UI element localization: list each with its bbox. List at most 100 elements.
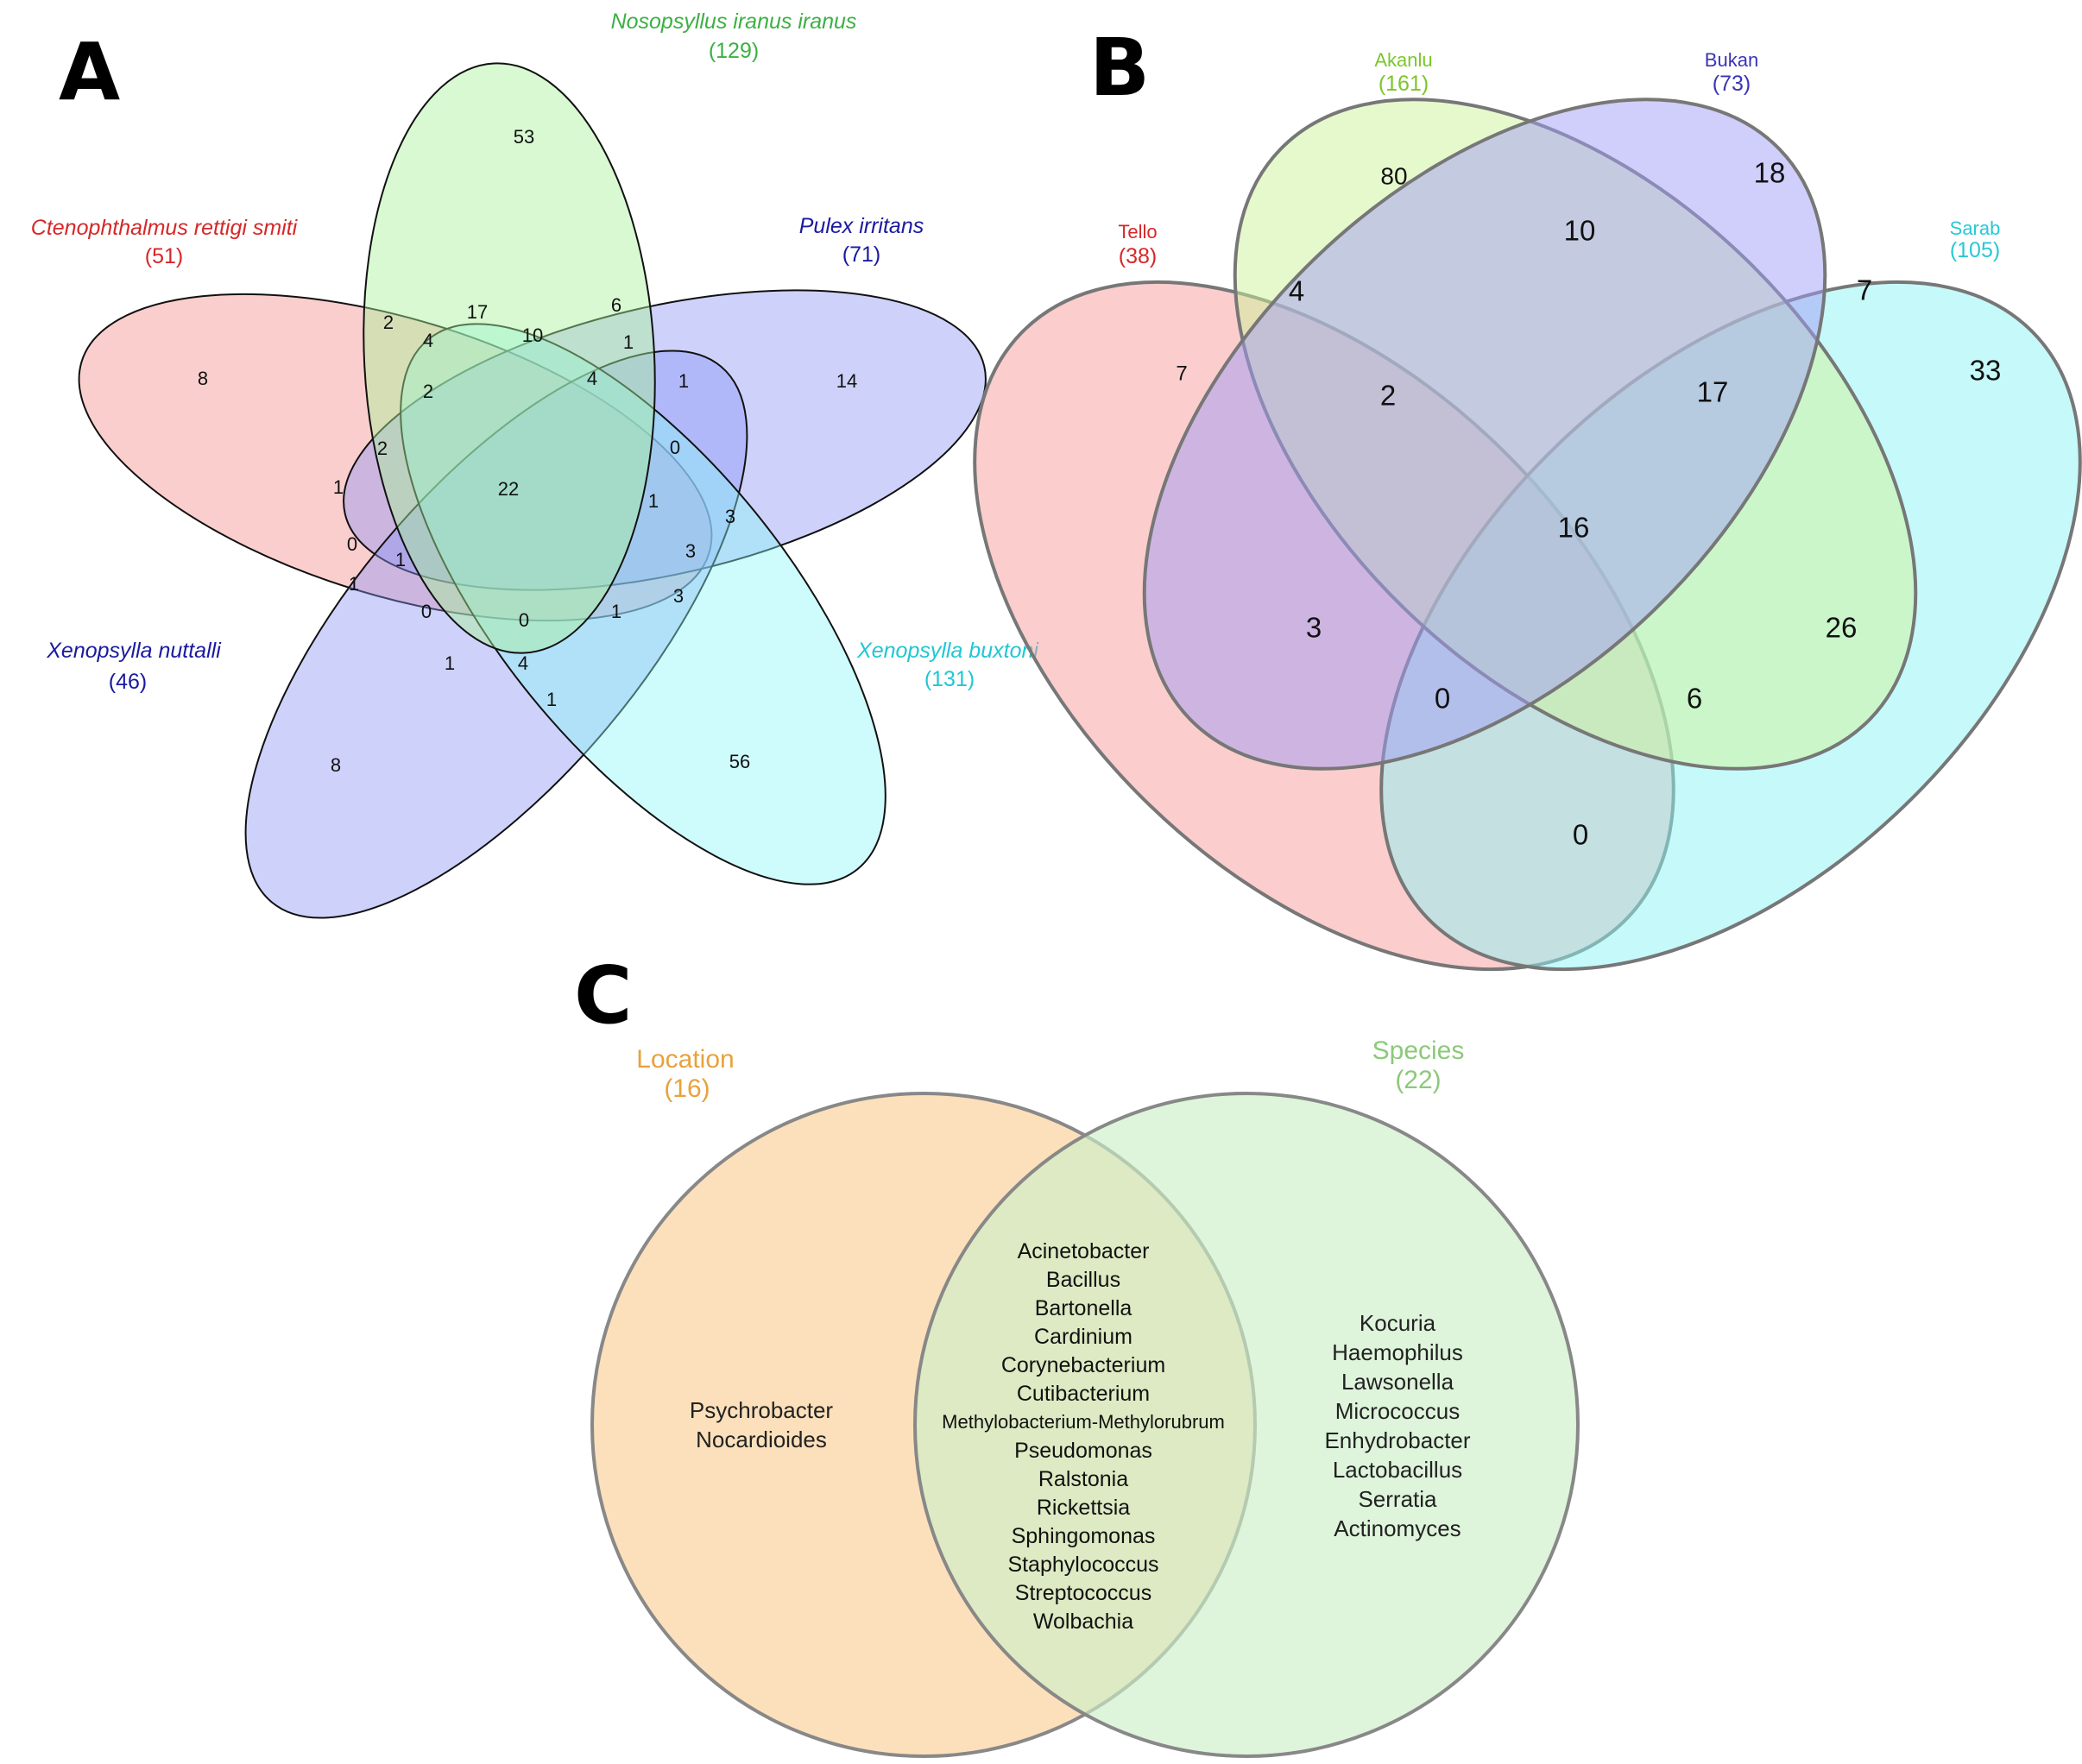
set-name-xenopsylla-nuttalli: Xenopsylla nuttalli (46, 639, 222, 663)
region-value: 1 (648, 490, 659, 512)
species-only-item: Haemophilus (1332, 1339, 1463, 1365)
region-value: 10 (522, 324, 543, 346)
shared-item: Rickettsia (1037, 1496, 1130, 1520)
region-value: 1 (623, 331, 634, 353)
region-value: 3 (685, 540, 696, 562)
ellipse-ctenophthalmus (78, 293, 713, 622)
species-only-item: Actinomyces (1334, 1515, 1461, 1541)
region-value: 0 (421, 601, 432, 622)
panel-c-letter: C (574, 949, 633, 1042)
region-value: 1 (546, 689, 557, 710)
circle-species (913, 1092, 1580, 1758)
region-value: 0 (519, 609, 529, 631)
region-value: 0 (1573, 819, 1588, 851)
shared-item: Staphylococcus (1007, 1553, 1158, 1577)
set-name-tello: Tello (1118, 221, 1157, 243)
set-name-ctenophthalmus: Ctenophthalmus rettigi smiti (31, 216, 299, 240)
ellipse-pulex (343, 289, 987, 591)
region-value: 26 (1826, 612, 1858, 644)
location-only-item: Nocardioides (696, 1427, 827, 1452)
region-value: 1 (611, 601, 621, 622)
panel-a: A Nosopsyllus iranus iranus (129) Ctenop… (31, 9, 1039, 919)
region-value: 4 (587, 368, 597, 389)
set-count-pulex: (71) (842, 243, 880, 267)
set-count-species: (22) (1395, 1066, 1441, 1094)
species-only-item: Kocuria (1360, 1310, 1436, 1336)
region-value: 22 (498, 478, 519, 500)
set-count-nosopsyllus: (129) (709, 39, 759, 63)
region-value: 18 (1754, 157, 1786, 189)
set-name-akanlu: Akanlu (1374, 49, 1432, 71)
region-value: 6 (611, 294, 621, 316)
region-value: 7 (1857, 274, 1872, 306)
region-value: 0 (1435, 683, 1450, 715)
shared-item: Acinetobacter (1018, 1239, 1150, 1263)
set-name-pulex: Pulex irritans (799, 214, 924, 238)
set-name-nosopsyllus: Nosopsyllus iranus iranus (611, 9, 857, 34)
set-name-bukan: Bukan (1705, 49, 1758, 71)
shared-item: Cardinium (1034, 1325, 1132, 1349)
region-value: 17 (467, 301, 488, 323)
species-only-item: Lactobacillus (1333, 1457, 1462, 1483)
region-value: 53 (514, 126, 534, 148)
region-value: 1 (445, 652, 455, 674)
shared-item: Ralstonia (1038, 1467, 1128, 1491)
region-value: 1 (678, 370, 689, 392)
region-value: 3 (725, 506, 735, 527)
region-value: 2 (377, 438, 388, 459)
region-value: 7 (1176, 362, 1187, 385)
region-value: 1 (333, 476, 344, 498)
region-value: 3 (1306, 612, 1322, 644)
region-value: 0 (347, 533, 357, 555)
shared-item: Bacillus (1046, 1268, 1120, 1292)
shared-item: Streptococcus (1015, 1581, 1151, 1605)
region-value: 2 (423, 381, 433, 402)
panel-b-letter: B (1089, 22, 1150, 114)
region-value: 80 (1380, 162, 1407, 189)
set-count-sarab: (105) (1950, 238, 2000, 262)
species-only-item: Lawsonella (1341, 1369, 1454, 1395)
region-value: 8 (331, 754, 341, 776)
shared-item: Corynebacterium (1001, 1353, 1165, 1377)
set-count-tello: (38) (1119, 244, 1157, 268)
region-value: 8 (198, 368, 208, 389)
set-name-location: Location (636, 1045, 734, 1074)
species-only-item: Serratia (1358, 1486, 1437, 1512)
shared-item: Sphingomonas (1012, 1524, 1156, 1548)
region-value: 14 (836, 370, 857, 392)
region-value: 0 (670, 437, 680, 458)
location-only-item: Psychrobacter (690, 1397, 834, 1423)
region-value: 4 (518, 652, 528, 674)
region-value: 17 (1697, 376, 1729, 408)
set-count-location: (16) (664, 1074, 710, 1103)
set-count-xenopsylla-buxtoni: (131) (924, 667, 975, 691)
region-value: 6 (1687, 683, 1702, 715)
region-value: 56 (729, 751, 750, 772)
species-only-item: Micrococcus (1335, 1398, 1460, 1424)
region-value: 3 (673, 585, 684, 607)
region-value: 4 (423, 330, 433, 351)
panel-b: B Akanlu (161) Bukan (73) Tello (38) Sar… (973, 22, 2082, 972)
set-count-bukan: (73) (1713, 72, 1751, 96)
panel-a-letter: A (59, 26, 120, 118)
set-count-ctenophthalmus: (51) (145, 244, 183, 268)
set-count-xenopsylla-nuttalli: (46) (109, 670, 147, 694)
region-value: 33 (1970, 355, 2002, 387)
region-value: 1 (349, 573, 359, 595)
panel-c: C Location (16) Species (22) Psychrobact… (574, 949, 1580, 1758)
region-value: 2 (1380, 380, 1396, 412)
shared-item: Cutibacterium (1017, 1382, 1150, 1406)
shared-item: Methylobacterium-Methylorubrum (942, 1411, 1225, 1433)
shared-item: Pseudomonas (1014, 1439, 1152, 1463)
set-name-sarab: Sarab (1950, 217, 2001, 239)
ellipse-xenopsylla-nuttalli (244, 350, 748, 919)
set-name-species: Species (1372, 1036, 1465, 1065)
shared-item: Bartonella (1035, 1296, 1132, 1320)
set-count-akanlu: (161) (1379, 72, 1429, 96)
shared-item: Wolbachia (1033, 1610, 1133, 1634)
region-value: 2 (383, 312, 394, 333)
region-value: 1 (395, 549, 406, 570)
ellipse-nosopsyllus (363, 62, 656, 654)
region-value: 16 (1558, 512, 1590, 544)
